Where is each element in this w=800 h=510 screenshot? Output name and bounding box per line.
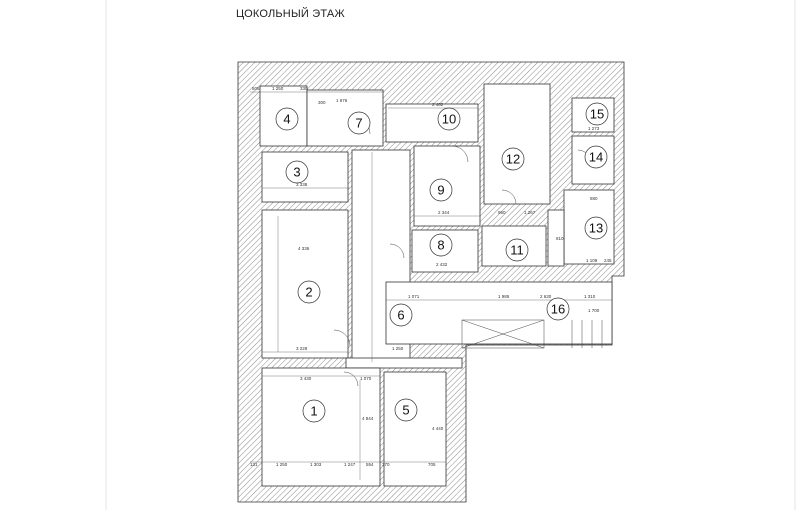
room-number-12: 12 bbox=[506, 152, 520, 167]
dim-label: 1 250 bbox=[272, 86, 284, 91]
room-marker-4: 4 bbox=[275, 107, 299, 131]
room-marker-6: 6 bbox=[389, 303, 413, 327]
dim-label: 1 303 bbox=[310, 462, 322, 467]
room-number-7: 7 bbox=[355, 116, 362, 131]
room-number-3: 3 bbox=[293, 165, 300, 180]
room-marker-1: 1 bbox=[302, 399, 326, 423]
room-number-2: 2 bbox=[305, 285, 312, 300]
dim-label: 2 432 bbox=[436, 262, 448, 267]
room-marker-16: 16 bbox=[546, 297, 570, 321]
room-number-5: 5 bbox=[402, 403, 409, 418]
room-number-10: 10 bbox=[442, 112, 456, 127]
dim-label: 3 228 bbox=[296, 346, 308, 351]
room-marker-11: 11 bbox=[505, 238, 529, 262]
dim-label: 1 109 bbox=[586, 258, 598, 263]
dim-label: 3 430 bbox=[300, 376, 312, 381]
dim-label: 1 700 bbox=[588, 308, 600, 313]
dim-label: 1 310 bbox=[584, 294, 596, 299]
room-marker-8: 8 bbox=[429, 233, 453, 257]
dim-label: 505 bbox=[252, 86, 260, 91]
dim-label: 1 676 bbox=[336, 98, 348, 103]
room-number-11: 11 bbox=[510, 243, 524, 258]
dim-label: 880 bbox=[590, 196, 598, 201]
dim-label: 1 250 bbox=[276, 462, 288, 467]
room-number-1: 1 bbox=[310, 404, 317, 419]
room-markers: 4 7 10 12 15 14 3 9 13 8 11 2 6 16 1 5 bbox=[275, 102, 609, 423]
dim-label: 4 440 bbox=[432, 426, 444, 431]
dim-label: 554 bbox=[366, 462, 374, 467]
room-marker-5: 5 bbox=[394, 398, 418, 422]
room-number-15: 15 bbox=[590, 107, 604, 122]
dim-label: 1 070 bbox=[360, 376, 372, 381]
room-marker-10: 10 bbox=[437, 107, 461, 131]
dim-label: 1 250 bbox=[392, 346, 404, 351]
dim-label: 131 bbox=[250, 462, 258, 467]
dim-label: 3 338 bbox=[296, 182, 308, 187]
room-marker-12: 12 bbox=[501, 147, 525, 171]
dim-label: 300 bbox=[318, 100, 326, 105]
dim-label: 1 273 bbox=[588, 126, 600, 131]
room-number-14: 14 bbox=[589, 150, 603, 165]
dim-label: 245 bbox=[604, 258, 612, 263]
dimension-labels: 505 1 250 330 300 1 676 2 462 1 273 3 33… bbox=[250, 86, 612, 467]
dim-label: 370 bbox=[382, 462, 390, 467]
dim-label: 4 944 bbox=[362, 416, 374, 421]
room-marker-2: 2 bbox=[297, 280, 321, 304]
room-marker-15: 15 bbox=[585, 102, 609, 126]
dim-label: 330 bbox=[300, 86, 308, 91]
room-marker-7: 7 bbox=[347, 111, 371, 135]
staircase bbox=[461, 319, 603, 349]
dim-label: 2 630 bbox=[540, 294, 552, 299]
dim-label: 2 344 bbox=[438, 210, 450, 215]
dim-label: 1 985 bbox=[498, 294, 510, 299]
room-number-8: 8 bbox=[437, 238, 444, 253]
page-title: ЦОКОЛЬНЫЙ ЭТАЖ bbox=[236, 8, 345, 20]
room-marker-14: 14 bbox=[584, 145, 608, 169]
dim-label: 2 462 bbox=[432, 102, 444, 107]
room-number-4: 4 bbox=[283, 112, 290, 127]
room-number-6: 6 bbox=[397, 308, 404, 323]
dimension-lines bbox=[250, 91, 612, 480]
room-marker-3: 3 bbox=[285, 160, 309, 184]
room-number-9: 9 bbox=[437, 183, 444, 198]
dim-label: 4 336 bbox=[298, 246, 310, 251]
room-marker-9: 9 bbox=[429, 178, 453, 202]
dim-label: 960 bbox=[498, 210, 506, 215]
dim-label: 1 071 bbox=[408, 294, 420, 299]
dim-label: 810 bbox=[556, 236, 564, 241]
room-number-13: 13 bbox=[589, 221, 603, 236]
dim-label: 1 267 bbox=[524, 210, 536, 215]
dim-label: 1 247 bbox=[344, 462, 356, 467]
room-number-16: 16 bbox=[551, 302, 565, 317]
room-marker-13: 13 bbox=[584, 216, 608, 240]
dim-label: 705 bbox=[428, 462, 436, 467]
